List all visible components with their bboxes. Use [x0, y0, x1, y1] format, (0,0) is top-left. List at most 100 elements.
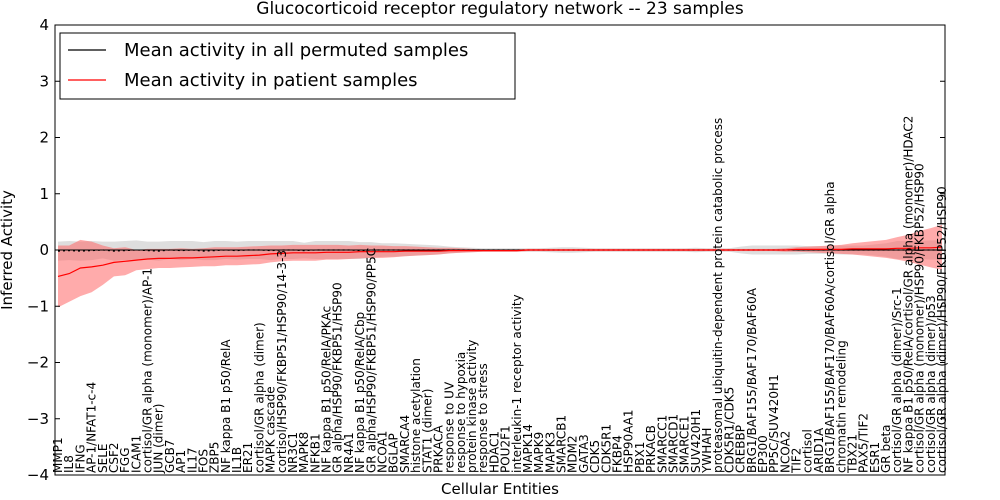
- x-tick-label: MAPK3: [543, 432, 557, 473]
- x-tick-label: IFNG: [73, 444, 87, 473]
- x-tick-label: CDK5R1: [599, 424, 613, 473]
- x-tick-label: IL8: [62, 455, 76, 473]
- x-tick-label: SUV420H1: [689, 409, 703, 473]
- legend-entry: Mean activity in all permuted samples: [124, 40, 468, 61]
- x-tick-label: SMARCE1: [678, 415, 692, 473]
- y-tick-label: 3: [39, 72, 49, 90]
- legend-entry: Mean activity in patient samples: [124, 70, 418, 91]
- x-tick-label: SMARCB1: [555, 415, 569, 473]
- x-tick-label: cortisol/GR alpha (dimer)/p53: [924, 295, 938, 473]
- x-tick-label: IL17: [185, 448, 199, 474]
- x-tick-label: MAPK14: [521, 424, 535, 473]
- y-tick-label: 0: [39, 241, 49, 259]
- x-tick-label: ARID1A: [812, 427, 826, 473]
- y-axis-label: Inferred Activity: [0, 190, 16, 310]
- x-tick-label: AP-1/NFAT1-c-4: [85, 382, 99, 473]
- x-tick-label: cortisol: [801, 429, 815, 473]
- y-tick-label: −2: [27, 354, 49, 372]
- x-tick-label: cortisol/GR alpha (monomer)/AP-1: [141, 268, 155, 473]
- x-tick-label: CDK5: [588, 440, 602, 473]
- x-tick-label: PAX5/TIF2: [857, 413, 871, 473]
- x-tick-label: CSF2: [107, 442, 121, 473]
- y-tick-label: 4: [39, 16, 49, 34]
- x-tick-label: protein kinase activity: [465, 340, 479, 473]
- x-tick-label: histone acetylation: [409, 358, 423, 473]
- x-tick-label: GATA3: [577, 434, 591, 473]
- x-tick-label: NFKB1: [308, 433, 322, 473]
- x-tick-label: SELE: [96, 444, 110, 473]
- x-tick-label: proteasomal ubiquitin-dependent protein …: [711, 118, 725, 473]
- x-tick-label: FGG: [118, 448, 132, 474]
- x-tick-label: ZBP5: [208, 442, 222, 473]
- x-tick-label: NF kappa B1 p50/RelA/PKAc: [320, 306, 334, 473]
- x-tick-label: GR beta: [879, 424, 893, 473]
- x-tick-label: JUN (dimer): [152, 404, 166, 474]
- x-tick-label: MDM2: [566, 435, 580, 473]
- x-tick-label: EP300: [756, 435, 770, 473]
- y-tick-label: 1: [39, 185, 49, 203]
- x-tick-label: YWHAH: [700, 428, 714, 474]
- x-tick-label: FKBP4: [611, 435, 625, 473]
- x-tick-label: ESR1: [868, 442, 882, 473]
- x-tick-label: TIF2: [790, 448, 804, 474]
- x-tick-label: AP1: [174, 450, 188, 473]
- x-axis-label: Cellular Entities: [441, 480, 559, 498]
- x-tick-label: NR3C1: [286, 432, 300, 473]
- x-tick-label: HDAC1: [487, 431, 501, 473]
- plot-area: −4 −3 −2 −1 0 1 2 3 4MMP1IL8IFNGAP-1/NFAT1-c-4SE…: [27, 16, 949, 484]
- y-tick-label: 2: [39, 129, 49, 147]
- x-tick-label: MAPK8: [297, 432, 311, 473]
- x-tick-label: NR4A1: [342, 432, 356, 473]
- x-tick-label: PRKACA: [432, 424, 446, 473]
- y-tick-label: −4: [27, 466, 49, 484]
- x-tick-label: chromatin remodeling: [834, 340, 848, 473]
- x-tick-label: response to hypoxia: [454, 352, 468, 473]
- x-tick-label: cortisol/GR alpha (dimer): [252, 322, 266, 473]
- x-tick-label: cortisol/GR alpha (monomer)/HSP90/FKBP52…: [913, 163, 927, 473]
- legend: Mean activity in all permuted samplesMea…: [59, 32, 516, 100]
- series-line-patient: [57, 246, 943, 277]
- x-tick-label: response to UV: [443, 381, 457, 473]
- x-tick-label: MAPK9: [532, 432, 546, 473]
- x-tick-label: cortisol/GR alpha (dimer)/HSP90/FKBP52/H…: [935, 186, 949, 473]
- x-tick-label: SMARCC1: [655, 415, 669, 473]
- x-tick-label: cortisol/GR alpha (dimer)/Src-1: [890, 287, 904, 473]
- x-tick-label: HSP90AA1: [622, 409, 636, 473]
- x-tick-label: TBX21: [846, 434, 860, 474]
- x-tick-label: GCB7: [163, 439, 177, 473]
- x-tick-label: BRG1/BAF155/BAF170/BAF60A: [745, 287, 759, 473]
- x-tick-label: interleukin-1 receptor activity: [510, 294, 524, 473]
- x-tick-label: POU2F1: [499, 425, 513, 473]
- x-tick-label: IL1B: [230, 447, 244, 473]
- x-tick-label: CREBBP: [734, 425, 748, 473]
- x-tick-label: STAT1 (dimer): [420, 389, 434, 473]
- x-tick-label: CDK5R1/CDK5: [722, 387, 736, 473]
- y-tick-label: −1: [27, 297, 49, 315]
- x-tick-label: MAPK cascade: [264, 386, 278, 473]
- x-tick-label: NCOA2: [778, 431, 792, 473]
- x-tick-label: BRG1/BAF155/BAF170/BAF60A/cortisol/GR al…: [823, 181, 837, 473]
- patient-band: [58, 224, 942, 308]
- x-tick-label: cortisol/HSP90/FKBP51/HSP90/14-3-3: [275, 250, 289, 473]
- x-tick-label: ICAM1: [129, 435, 143, 473]
- x-tick-label: GR alpha/HSP90/FKBP51/HSP90/PP5C: [364, 248, 378, 473]
- x-tick-label: SMARCA4: [398, 415, 412, 473]
- x-tick-label: MMP1: [51, 437, 65, 473]
- legend-box: [59, 32, 516, 100]
- x-tick-label: NF kappa B1 p50/RelA: [219, 339, 233, 473]
- x-tick-label: PP5C/SUV420H1: [767, 374, 781, 473]
- x-tick-label: FOS: [197, 449, 211, 473]
- x-tick-label: response to stress: [476, 363, 490, 473]
- y-tick-label: −3: [27, 410, 49, 428]
- x-tick-label: NF kappa B1 p50/RelA/cortisol/GR alpha (…: [901, 116, 915, 473]
- x-tick-label: PRKACB: [644, 425, 658, 473]
- x-tick-label: PBX1: [633, 442, 647, 473]
- x-tick-label: BGLAP: [387, 433, 401, 473]
- x-tick-label: NF kappa B1 p50/RelA/Cbp: [353, 312, 367, 473]
- x-tick-label: ER21: [241, 442, 255, 473]
- chart-title: Glucocorticoid receptor regulatory netwo…: [256, 0, 744, 19]
- x-tick-label: SMARCD1: [666, 414, 680, 473]
- x-tick-label: NCOA1: [376, 431, 390, 473]
- x-tick-label: GR alpha/HSP90/FKBP51/HSP90: [331, 282, 345, 473]
